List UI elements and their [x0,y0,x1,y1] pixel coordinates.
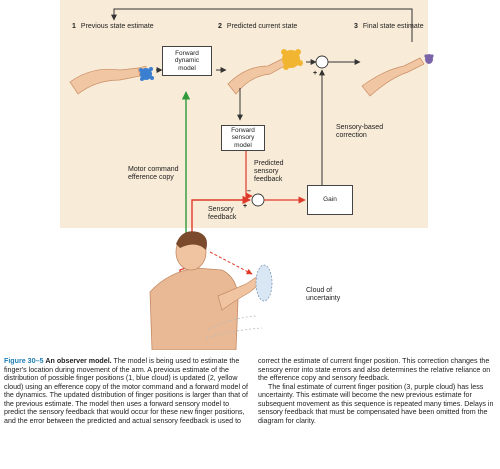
forward-sensory-model-box: Forward sensory model [221,125,265,151]
figure-title: An observer model. [45,357,112,365]
caption-right-text-1: correct the estimate of current finger p… [258,357,491,383]
sum-junction-top [315,55,329,69]
loop-back-arrow [111,8,413,42]
diagram-panel [60,0,428,228]
caption-right-column: correct the estimate of current finger p… [258,357,496,425]
figure-label: Figure 30–5 [4,357,44,365]
caption-right-text-2: The final estimate of current finger pos… [258,382,494,425]
arm-2-icon [227,57,289,95]
forward-dynamic-model-box: Forward dynamic model [162,46,212,76]
sum-junction-bottom [251,193,265,207]
predicted-feedback-label: Predicted sensory feedback [254,160,284,183]
eye-to-cloud-arrow [209,251,253,275]
yellow-cloud-icon [281,49,303,70]
sensory-feedback-label: Sensory feedback [208,206,237,221]
cloud-label: Cloud of uncertainty [306,287,341,302]
observer-model-diagram [69,8,434,350]
person-figure [149,231,263,350]
plus-sign-bottom: + [243,203,248,210]
caption-left-text: The model is being used to estimate the … [4,357,248,425]
arm-3-icon [361,57,425,97]
plus-sign-top: + [313,70,318,77]
sensory-correction-label: Sensory-based correction [336,124,384,139]
arm-1-icon [69,65,147,95]
motor-command-label: Motor command efference copy [128,166,179,181]
uncertainty-cloud [255,264,273,302]
caption-left-column: Figure 30–5 An observer model. The model… [4,357,251,425]
blue-cloud-icon [139,67,154,81]
gain-box: Gain [307,185,353,215]
purple-cloud-icon [424,54,434,64]
minus-sign: – [247,188,251,195]
